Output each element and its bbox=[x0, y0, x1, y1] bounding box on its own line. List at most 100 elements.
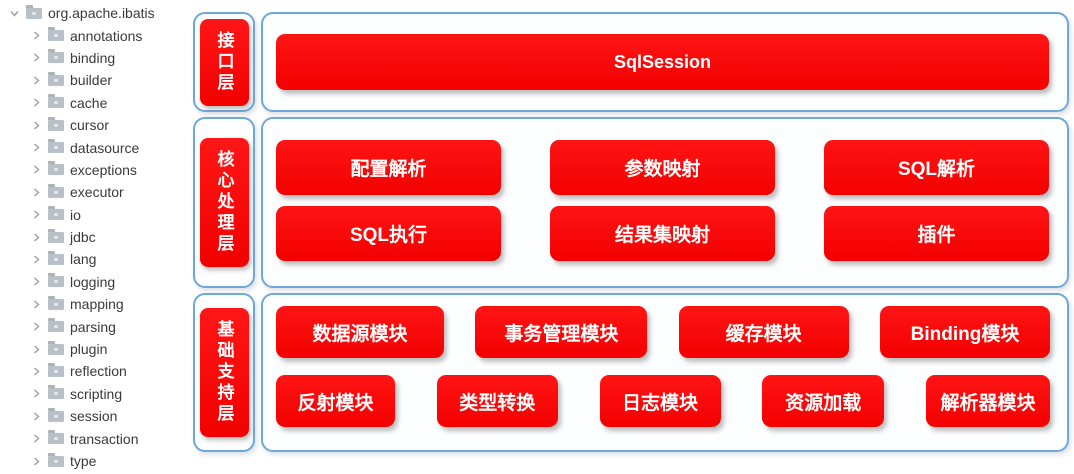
folder-icon bbox=[48, 49, 64, 64]
module-parser: 解析器模块 bbox=[926, 375, 1050, 427]
tree-item-session[interactable]: session bbox=[0, 405, 196, 427]
folder-icon bbox=[48, 206, 64, 221]
layer-content-interface: SqlSession bbox=[261, 12, 1069, 112]
tree-item-jdbc[interactable]: jdbc bbox=[0, 226, 196, 248]
tree-item-type[interactable]: type bbox=[0, 450, 196, 472]
tree-item-label: reflection bbox=[70, 363, 127, 380]
chevron-right-icon[interactable] bbox=[28, 275, 44, 289]
chevron-right-icon[interactable] bbox=[28, 163, 44, 177]
chevron-right-icon[interactable] bbox=[28, 432, 44, 446]
tree-item-label: annotations bbox=[70, 27, 143, 44]
module-reflection: 反射模块 bbox=[276, 375, 395, 427]
folder-icon bbox=[48, 250, 64, 265]
tree-item-annotations[interactable]: annotations bbox=[0, 24, 196, 46]
tree-item-label: type bbox=[70, 453, 97, 469]
project-tree: org.apache.ibatis annotations binding bu… bbox=[0, 2, 196, 472]
chevron-right-icon[interactable] bbox=[28, 387, 44, 401]
tree-item-org-apache-ibatis[interactable]: org.apache.ibatis bbox=[0, 2, 196, 24]
module-sql-execution: SQL执行 bbox=[276, 206, 501, 261]
chevron-right-icon[interactable] bbox=[28, 51, 44, 65]
module-parameter-mapping: 参数映射 bbox=[550, 140, 775, 195]
tree-item-builder[interactable]: builder bbox=[0, 69, 196, 91]
tree-item-label: org.apache.ibatis bbox=[48, 5, 155, 22]
tree-item-label: executor bbox=[70, 184, 124, 201]
tree-item-label: lang bbox=[70, 251, 97, 268]
tree-item-exceptions[interactable]: exceptions bbox=[0, 159, 196, 181]
foundation-row-2: 反射模块 类型转换 日志模块 资源加载 解析器模块 bbox=[276, 375, 1050, 427]
layer-label: 基础支持层 bbox=[199, 308, 249, 437]
chevron-right-icon[interactable] bbox=[28, 96, 44, 110]
module-cache: 缓存模块 bbox=[678, 306, 849, 358]
chevron-right-icon[interactable] bbox=[28, 320, 44, 334]
tree-item-label: transaction bbox=[70, 430, 139, 447]
layer-interface: 接口层 SqlSession bbox=[193, 12, 1069, 112]
layer-label: 接口层 bbox=[199, 18, 249, 106]
folder-icon bbox=[48, 116, 64, 131]
foundation-row-1: 数据源模块 事务管理模块 缓存模块 Binding模块 bbox=[276, 306, 1050, 358]
folder-icon bbox=[48, 139, 64, 154]
tree-item-label: jdbc bbox=[70, 229, 96, 246]
tree-item-label: logging bbox=[70, 273, 116, 290]
chevron-right-icon[interactable] bbox=[28, 141, 44, 155]
chevron-right-icon[interactable] bbox=[28, 454, 44, 468]
tree-item-cache[interactable]: cache bbox=[0, 92, 196, 114]
chevron-right-icon[interactable] bbox=[28, 73, 44, 87]
tree-item-label: io bbox=[70, 206, 81, 223]
tree-item-parsing[interactable]: parsing bbox=[0, 315, 196, 337]
tree-item-label: cache bbox=[70, 94, 108, 111]
folder-icon bbox=[48, 273, 64, 288]
module-binding: Binding模块 bbox=[879, 306, 1050, 358]
chevron-right-icon[interactable] bbox=[28, 208, 44, 222]
module-config-parsing: 配置解析 bbox=[276, 140, 501, 195]
chevron-right-icon[interactable] bbox=[28, 230, 44, 244]
chevron-right-icon[interactable] bbox=[28, 185, 44, 199]
tree-item-label: parsing bbox=[70, 318, 116, 335]
tree-item-scripting[interactable]: scripting bbox=[0, 383, 196, 405]
module-resultset-mapping: 结果集映射 bbox=[550, 206, 775, 261]
module-transaction-management: 事务管理模块 bbox=[475, 306, 648, 358]
chevron-right-icon[interactable] bbox=[28, 409, 44, 423]
tree-item-cursor[interactable]: cursor bbox=[0, 114, 196, 136]
tree-item-label: builder bbox=[70, 72, 113, 89]
chevron-right-icon[interactable] bbox=[28, 342, 44, 356]
tree-item-label: datasource bbox=[70, 139, 140, 156]
chevron-right-icon[interactable] bbox=[28, 118, 44, 132]
tree-item-label: scripting bbox=[70, 385, 123, 402]
tree-item-label: mapping bbox=[70, 296, 124, 313]
folder-icon bbox=[48, 295, 64, 310]
folder-icon bbox=[48, 228, 64, 243]
tree-item-reflection[interactable]: reflection bbox=[0, 360, 196, 382]
tree-item-plugin[interactable]: plugin bbox=[0, 338, 196, 360]
tree-item-binding[interactable]: binding bbox=[0, 47, 196, 69]
tree-item-datasource[interactable]: datasource bbox=[0, 136, 196, 158]
folder-icon bbox=[48, 430, 64, 445]
tree-item-label: plugin bbox=[70, 341, 108, 358]
chevron-down-icon[interactable] bbox=[6, 6, 22, 20]
tree-item-logging[interactable]: logging bbox=[0, 271, 196, 293]
tree-item-lang[interactable]: lang bbox=[0, 248, 196, 270]
chevron-right-icon[interactable] bbox=[28, 252, 44, 266]
layer-content-core: 配置解析 参数映射 SQL解析 SQL执行 结果集映射 插件 bbox=[261, 117, 1069, 288]
folder-icon bbox=[48, 71, 64, 86]
layer-foundation-support: 基础支持层 数据源模块 事务管理模块 缓存模块 Binding模块 反射模块 类… bbox=[193, 293, 1069, 452]
tree-item-label: session bbox=[70, 408, 118, 425]
folder-icon bbox=[48, 362, 64, 377]
module-plugin: 插件 bbox=[824, 206, 1049, 261]
folder-icon bbox=[48, 94, 64, 109]
tree-item-executor[interactable]: executor bbox=[0, 181, 196, 203]
folder-icon bbox=[26, 4, 42, 19]
tree-item-label: cursor bbox=[70, 117, 109, 134]
folder-icon bbox=[48, 385, 64, 400]
module-datasource: 数据源模块 bbox=[276, 306, 444, 358]
architecture-diagram: 接口层 SqlSession 核心处理层 配置解析 参数映射 SQL解析 SQL… bbox=[193, 12, 1069, 452]
tree-item-io[interactable]: io bbox=[0, 204, 196, 226]
folder-icon bbox=[48, 452, 64, 467]
chevron-right-icon[interactable] bbox=[28, 364, 44, 378]
chevron-right-icon[interactable] bbox=[28, 297, 44, 311]
tree-item-mapping[interactable]: mapping bbox=[0, 293, 196, 315]
tree-item-label: binding bbox=[70, 49, 116, 66]
chevron-right-icon[interactable] bbox=[28, 29, 44, 43]
tree-item-transaction[interactable]: transaction bbox=[0, 427, 196, 449]
folder-icon bbox=[48, 161, 64, 176]
